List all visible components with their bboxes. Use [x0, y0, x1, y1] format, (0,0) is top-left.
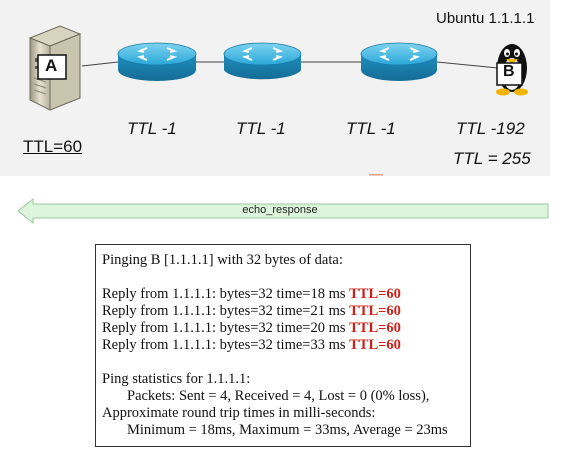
host-a-badge	[37, 54, 67, 80]
router-3-icon	[360, 42, 438, 81]
reply-line: Reply from 1.1.1.1: bytes=32 time=33 ms …	[102, 337, 470, 354]
router-1-icon	[117, 42, 197, 81]
rtt-values: Minimum = 18ms, Maximum = 33ms, Average …	[127, 422, 448, 438]
network-diagram-panel	[0, 0, 550, 176]
router-2-icon	[223, 42, 302, 80]
reply-ttl: TTL=60	[349, 320, 401, 336]
ping-header: Pinging B [1.1.1.1] with 32 bytes of dat…	[102, 252, 343, 268]
host-b-badge-label: B	[503, 63, 515, 80]
reply-text: Reply from 1.1.1.1: bytes=32 time=18 ms	[102, 286, 350, 302]
hop-2-ttl-label: TTL -1	[236, 119, 286, 138]
network-links	[81, 61, 499, 69]
host-a-badge-label: A	[45, 56, 58, 75]
reply-ttl: TTL=60	[349, 303, 401, 319]
echo-response-label: echo_response	[242, 204, 318, 216]
blank-line	[102, 269, 470, 286]
hop-1-ttl-label: TTL -1	[127, 119, 177, 138]
echo-response-arrow	[17, 197, 549, 225]
reply-text: Reply from 1.1.1.1: bytes=32 time=20 ms	[102, 320, 350, 336]
reply-line: Reply from 1.1.1.1: bytes=32 time=21 ms …	[102, 303, 470, 320]
divider-accent	[369, 174, 383, 176]
hop-3-ttl-label: TTL -1	[346, 119, 396, 138]
reply-ttl: TTL=60	[349, 286, 401, 302]
blank-line	[102, 354, 470, 371]
rtt-header: Approximate round trip times in milli-se…	[102, 405, 376, 421]
reply-text: Reply from 1.1.1.1: bytes=32 time=33 ms	[102, 337, 350, 353]
reply-line: Reply from 1.1.1.1: bytes=32 time=20 ms …	[102, 320, 470, 337]
reply-text: Reply from 1.1.1.1: bytes=32 time=21 ms	[102, 303, 350, 319]
host-a-ttl-label: TTL=60	[23, 137, 83, 156]
host-b-badge	[496, 62, 523, 86]
reply-ttl: TTL=60	[349, 337, 401, 353]
host-b-ttl-label: TTL = 255	[453, 149, 531, 168]
host-b-ttl-decrement-label: TTL -192	[456, 119, 525, 138]
packets-line: Packets: Sent = 4, Received = 4, Lost = …	[127, 388, 430, 404]
host-b-title: Ubuntu 1.1.1.1	[436, 10, 535, 27]
stats-header: Ping statistics for 1.1.1.1:	[102, 371, 251, 387]
reply-line: Reply from 1.1.1.1: bytes=32 time=18 ms …	[102, 286, 470, 303]
ping-output-box: Pinging B [1.1.1.1] with 32 bytes of dat…	[95, 244, 471, 447]
